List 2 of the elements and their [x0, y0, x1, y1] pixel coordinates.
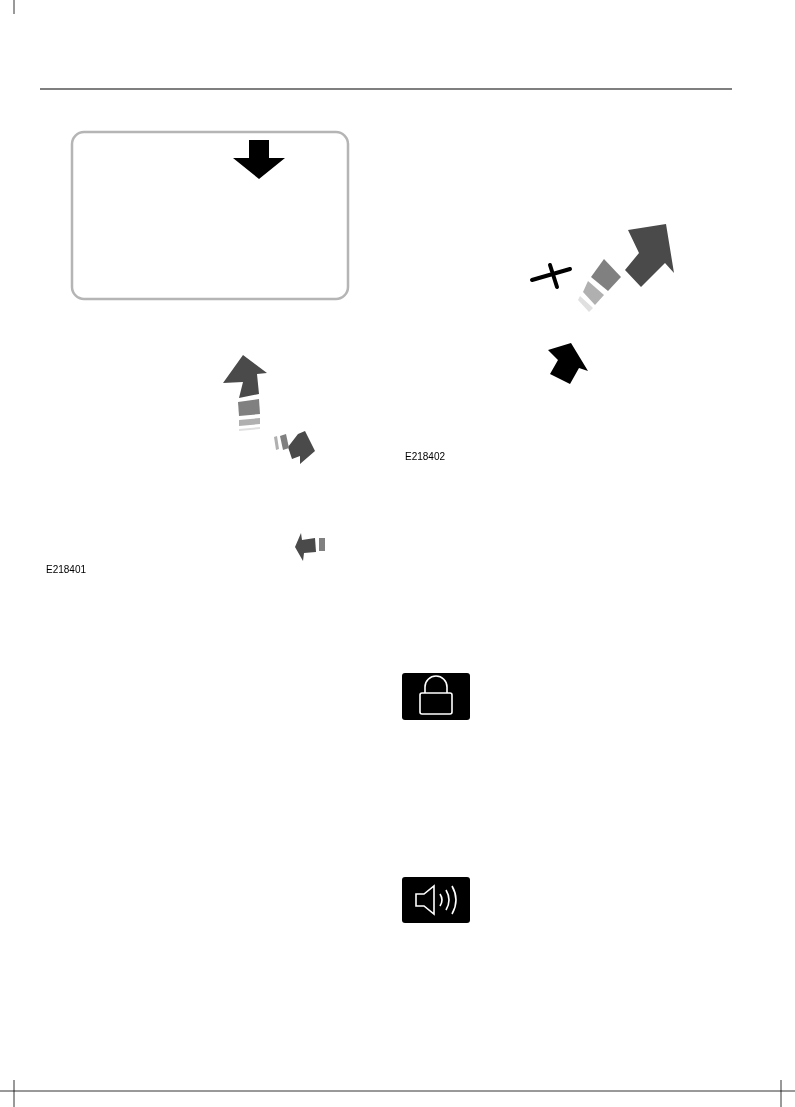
figure-code: E218402	[405, 451, 446, 462]
figure-code: E218401	[46, 564, 87, 575]
